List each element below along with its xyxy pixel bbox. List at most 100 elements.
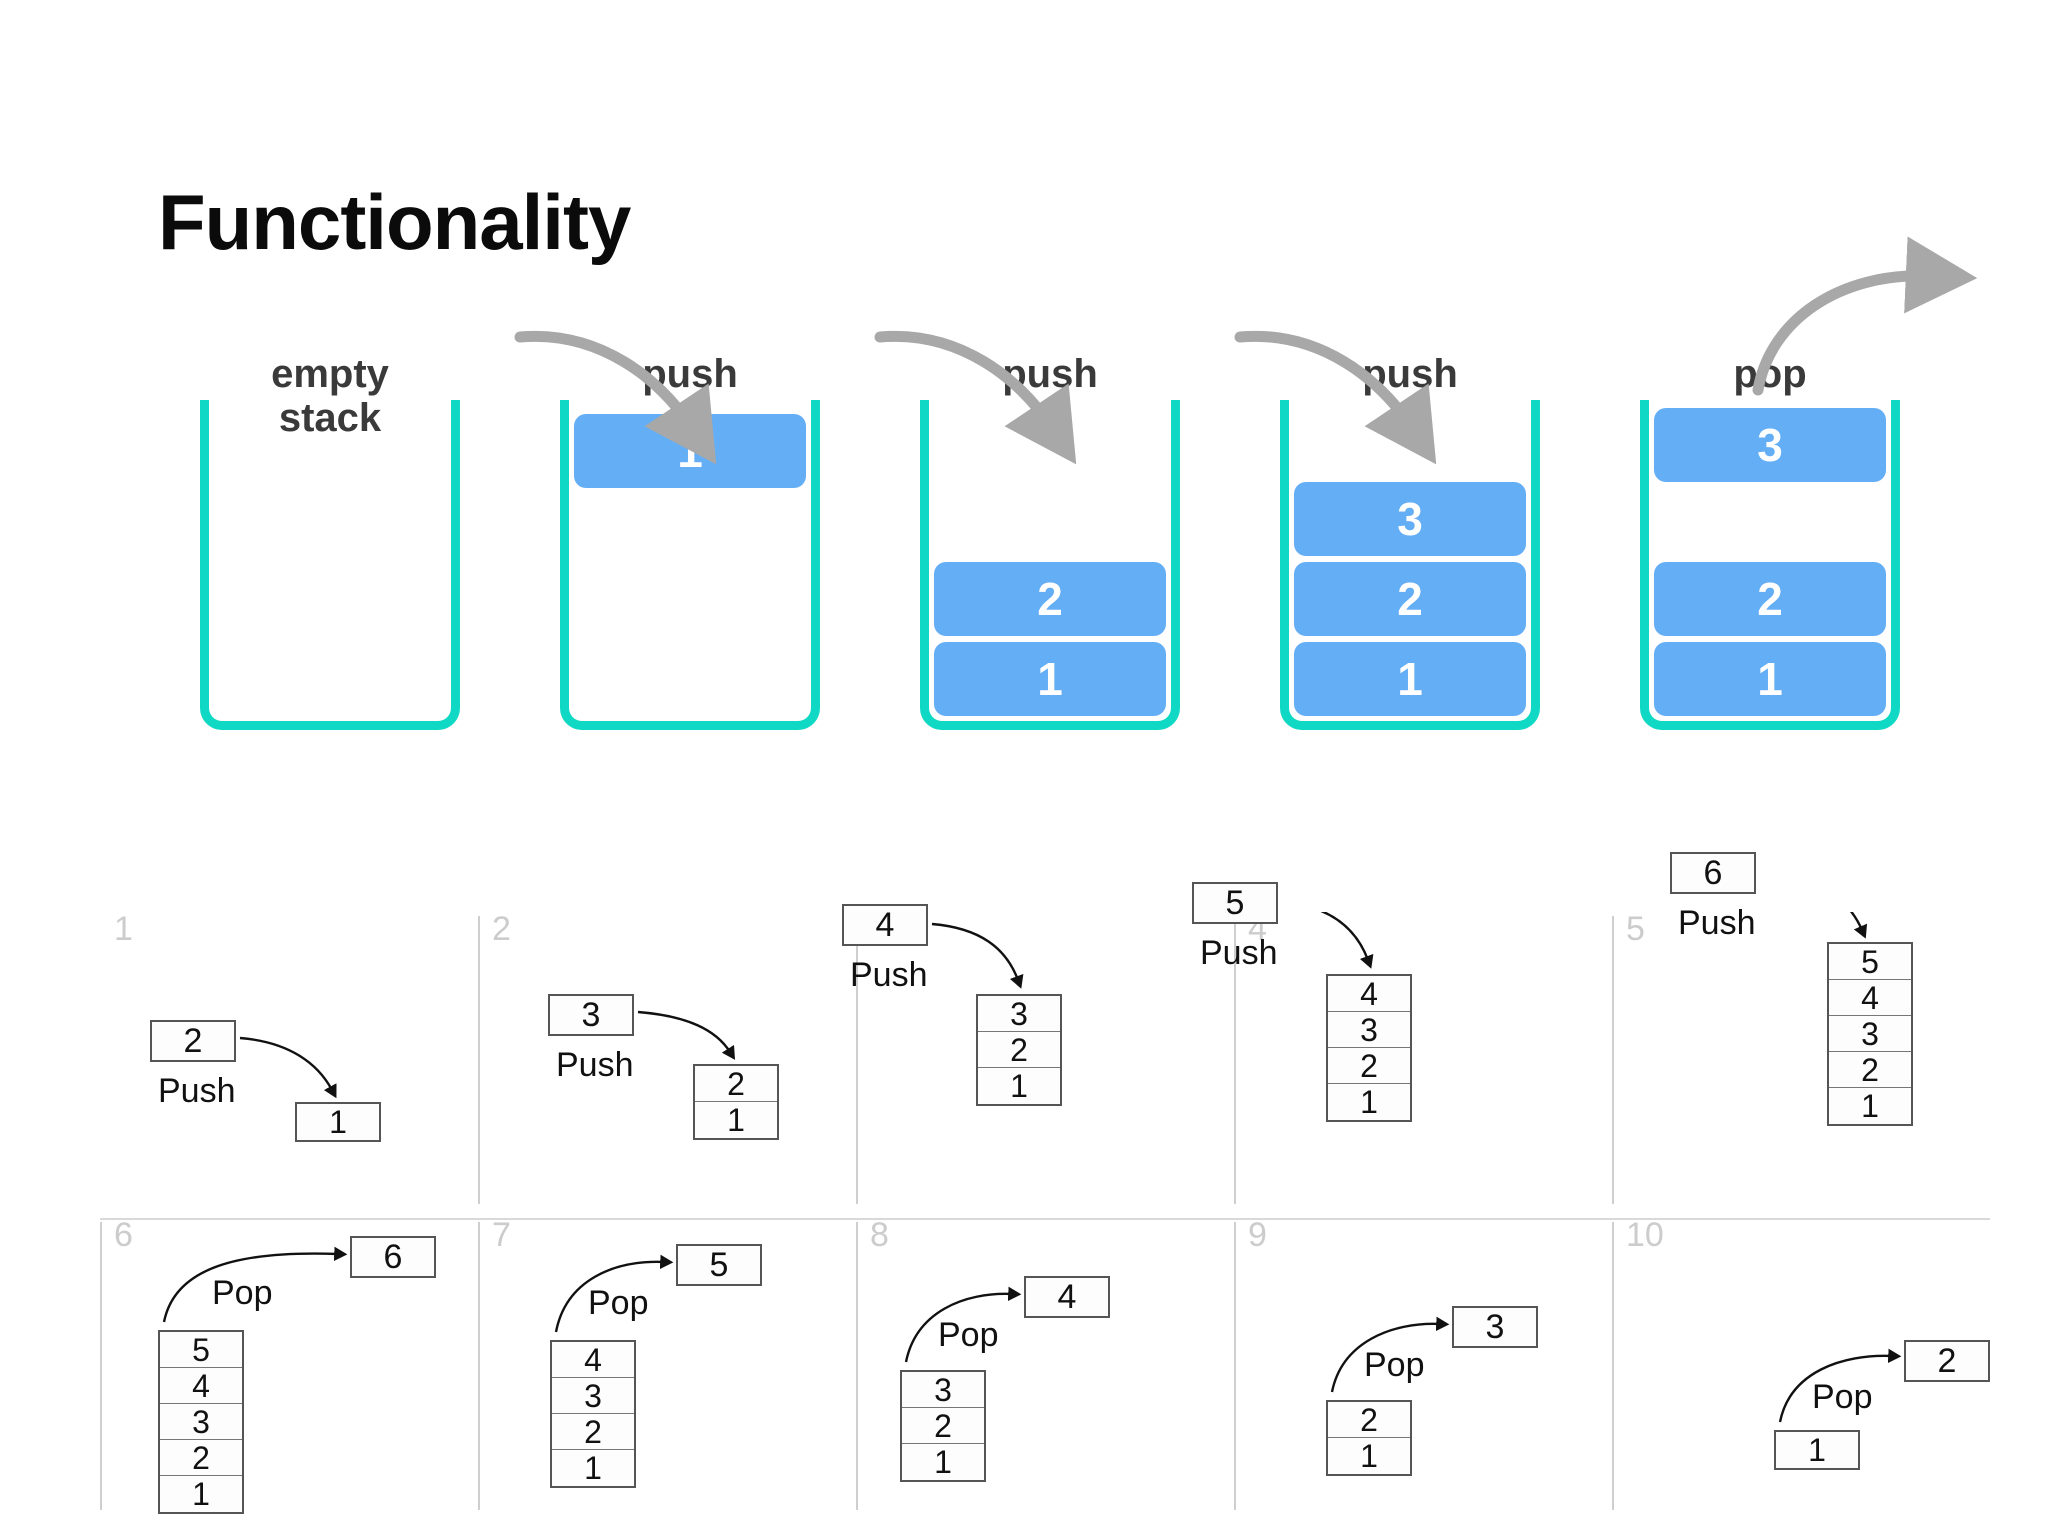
stack-vessel bbox=[560, 400, 820, 730]
stack-cell: 1 bbox=[727, 1102, 745, 1138]
page-title: Functionality bbox=[158, 178, 631, 266]
operation-label: Pop bbox=[938, 1316, 999, 1354]
stack-cell: 4 bbox=[1829, 980, 1911, 1016]
panel-number: 2 bbox=[492, 910, 511, 948]
stack-box: 2 1 bbox=[693, 1064, 779, 1140]
stack-item: 1 bbox=[574, 414, 806, 488]
stack-cell: 2 bbox=[1328, 1048, 1410, 1084]
stack-box: 3 2 1 bbox=[900, 1370, 986, 1482]
panel-divider bbox=[856, 1222, 858, 1510]
stack-slots: 1 2 3 bbox=[1654, 408, 1886, 716]
stack-box: 2 1 bbox=[1326, 1400, 1412, 1476]
operation-label: Pop bbox=[588, 1284, 649, 1322]
panel-divider bbox=[478, 1222, 480, 1510]
row-divider bbox=[100, 1218, 1990, 1220]
push-arrow-icon bbox=[1849, 912, 1868, 939]
panel-9: 9 3 Pop 2 1 bbox=[1234, 1218, 1612, 1524]
stack-item: 3 bbox=[1294, 482, 1526, 556]
operation-label: Push bbox=[1200, 934, 1278, 972]
panel-number: 6 bbox=[114, 1216, 133, 1254]
panel-number: 8 bbox=[870, 1216, 889, 1254]
push-value-box: 4 bbox=[842, 904, 928, 946]
stack-cell: 3 bbox=[902, 1372, 984, 1408]
stack-slots: 1 bbox=[574, 414, 806, 488]
panel-6: 6 6 Pop 5 4 3 2 1 bbox=[100, 1218, 478, 1524]
panel-2: 2 3 Push 2 1 bbox=[478, 912, 856, 1218]
stack-box: 5 4 3 2 1 bbox=[1827, 942, 1913, 1126]
stack-cell: 3 bbox=[552, 1378, 634, 1414]
stack-empty-stack bbox=[200, 400, 460, 730]
stack-cell: 1 bbox=[192, 1476, 210, 1512]
stack-cell: 2 bbox=[160, 1440, 242, 1476]
stack-vessel bbox=[1280, 400, 1540, 730]
operation-label: Push bbox=[158, 1072, 236, 1110]
stack-cell: 1 bbox=[1861, 1088, 1879, 1124]
stack-item: 1 bbox=[1654, 642, 1886, 716]
caption-line-1: push bbox=[1002, 352, 1098, 396]
panel-number: 7 bbox=[492, 1216, 511, 1254]
stack-cell: 1 bbox=[584, 1450, 602, 1486]
panel-divider bbox=[1612, 1222, 1614, 1510]
grid-row-1: 1 2 Push 1 2 3 Push 2 1 bbox=[100, 852, 1990, 1218]
panel-7: 7 5 Pop 4 3 2 1 bbox=[478, 1218, 856, 1524]
stack-cell: 1 bbox=[329, 1104, 347, 1140]
operation-label: Push bbox=[850, 956, 928, 994]
stack-cell: 2 bbox=[1829, 1052, 1911, 1088]
stack-box: 1 bbox=[295, 1102, 381, 1142]
stack-cell: 2 bbox=[552, 1414, 634, 1450]
panel-divider bbox=[1234, 1222, 1236, 1510]
push-arrow-icon bbox=[239, 1036, 337, 1099]
stack-push-3: 1 2 3 bbox=[1280, 400, 1540, 730]
caption-line-1: pop bbox=[1733, 352, 1807, 396]
stack-cell: 5 bbox=[1829, 944, 1911, 980]
stack-operations-diagram: empty stack 1 push 1 2 push 1 2 3 push bbox=[200, 236, 1978, 730]
stack-push-1: 1 bbox=[560, 400, 820, 730]
stack-pop: 1 2 3 bbox=[1640, 400, 1900, 730]
stack-item: 1 bbox=[934, 642, 1166, 716]
panel-10: 10 2 Pop 1 bbox=[1612, 1218, 1990, 1524]
stack-box: 4 3 2 1 bbox=[550, 1340, 636, 1488]
stack-box: 1 bbox=[1774, 1430, 1860, 1470]
push-value-box: 5 bbox=[1192, 882, 1278, 924]
pop-value-box: 2 bbox=[1904, 1340, 1990, 1382]
stack-slots: 1 2 3 bbox=[1294, 482, 1526, 716]
panel-divider bbox=[1612, 916, 1614, 1204]
stack-caption-pop: pop bbox=[1640, 352, 1900, 396]
stack-cell: 3 bbox=[978, 996, 1060, 1032]
push-arrow-icon bbox=[1320, 912, 1374, 969]
stack-cell: 2 bbox=[978, 1032, 1060, 1068]
push-value-box: 6 bbox=[1670, 852, 1756, 894]
operation-label: Push bbox=[556, 1046, 634, 1084]
stack-cell: 4 bbox=[1328, 976, 1410, 1012]
stack-cell: 1 bbox=[934, 1444, 952, 1480]
stack-caption-push-1: push bbox=[560, 352, 820, 396]
push-pop-sequence-grid: 1 2 Push 1 2 3 Push 2 1 bbox=[100, 852, 1990, 1524]
stack-caption-push-3: push bbox=[1280, 352, 1540, 396]
stack-slots: 1 2 bbox=[934, 562, 1166, 716]
stack-item-popped: 3 bbox=[1654, 408, 1886, 482]
stack-cell: 3 bbox=[160, 1404, 242, 1440]
operation-label: Pop bbox=[1364, 1346, 1425, 1384]
stack-cell: 1 bbox=[1010, 1068, 1028, 1104]
panel-5: 5 6 Push 5 4 3 2 1 bbox=[1612, 852, 1990, 1218]
stack-vessel bbox=[920, 400, 1180, 730]
caption-line-1: push bbox=[642, 352, 738, 396]
panel-8: 8 4 Pop 3 2 1 bbox=[856, 1218, 1234, 1524]
operation-label: Pop bbox=[1812, 1378, 1873, 1416]
stack-cell: 1 bbox=[1808, 1432, 1826, 1468]
pop-value-box: 5 bbox=[676, 1244, 762, 1286]
stack-push-2: 1 2 bbox=[920, 400, 1180, 730]
pop-arrow-icon bbox=[554, 1254, 674, 1333]
stack-cell: 1 bbox=[1360, 1438, 1378, 1474]
stack-item: 1 bbox=[1294, 642, 1526, 716]
panel-divider bbox=[100, 1222, 102, 1510]
stack-box: 4 3 2 1 bbox=[1326, 974, 1412, 1122]
panel-divider bbox=[478, 916, 480, 1204]
push-value-box: 3 bbox=[548, 994, 634, 1036]
operation-label: Pop bbox=[212, 1274, 273, 1312]
stack-box: 5 4 3 2 1 bbox=[158, 1330, 244, 1514]
stack-vessel bbox=[200, 400, 460, 730]
panel-4: 4 5 Push 4 3 2 1 bbox=[1192, 882, 1612, 1218]
stack-caption-empty-stack: empty stack bbox=[200, 352, 460, 440]
stack-cell: 1 bbox=[1360, 1084, 1378, 1120]
